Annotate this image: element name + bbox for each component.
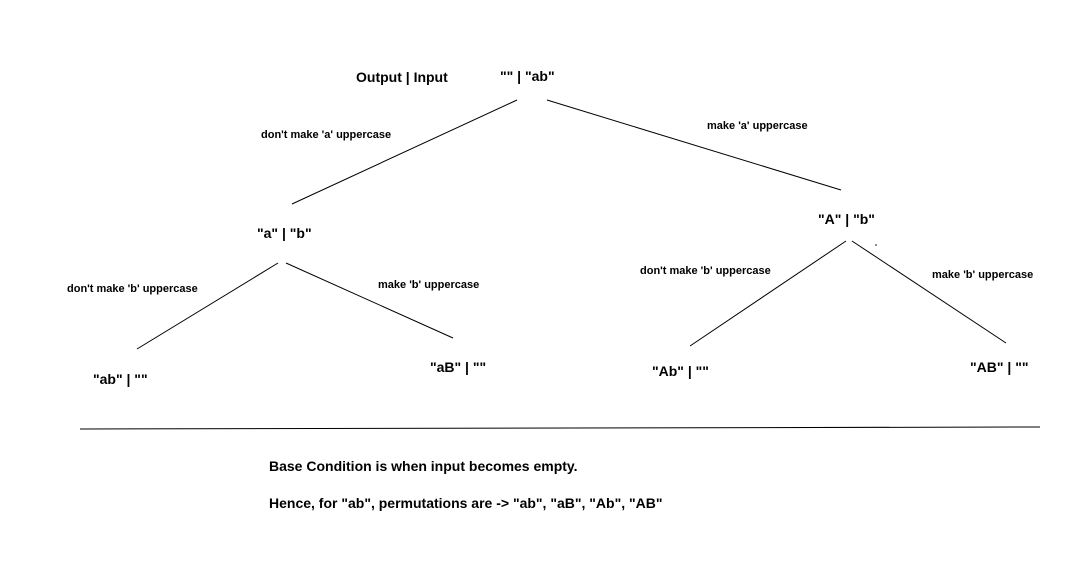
base-condition-note: Base Condition is when input becomes emp…	[269, 458, 578, 474]
edge-label-a-right: make 'b' uppercase	[378, 279, 480, 291]
edge-label-root-right: make 'a' uppercase	[707, 120, 808, 132]
edge-A-right	[851, 240, 1007, 344]
node-right-mid: "A" | "b"	[818, 211, 875, 227]
separator-line	[79, 426, 1041, 430]
node-leaf-2: "aB" | ""	[430, 359, 487, 375]
edge-label-a-left: don't make 'b' uppercase	[67, 283, 198, 295]
edge-a-left	[136, 262, 279, 350]
stray-dot	[875, 244, 877, 246]
edge-label-A-right: make 'b' uppercase	[932, 269, 1034, 281]
node-left-mid: "a" | "b"	[257, 225, 312, 241]
edge-label-root-left: don't make 'a' uppercase	[261, 129, 392, 141]
edge-A-left	[689, 240, 847, 347]
node-leaf-4: "AB" | ""	[970, 359, 1029, 375]
edge-root-left	[291, 99, 518, 205]
edge-root-right	[546, 99, 842, 191]
node-leaf-3: "Ab" | ""	[652, 363, 709, 379]
edge-a-right	[285, 262, 454, 339]
node-leaf-1: "ab" | ""	[93, 371, 148, 387]
edge-label-A-left: don't make 'b' uppercase	[640, 265, 771, 277]
output-input-label: Output | Input	[356, 69, 448, 85]
conclusion-note: Hence, for "ab", permutations are -> "ab…	[269, 495, 663, 511]
node-root: "" | "ab"	[500, 68, 555, 84]
